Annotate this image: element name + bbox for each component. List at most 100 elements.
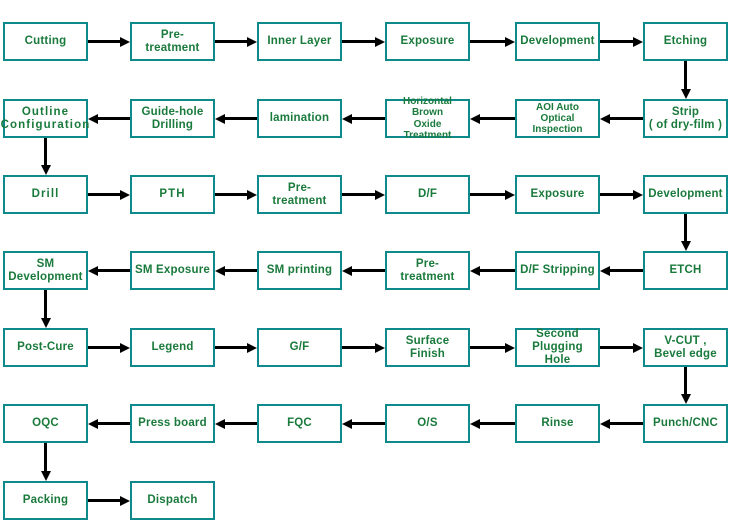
process-step-box[interactable]: Post-Cure: [3, 328, 88, 367]
process-step-box[interactable]: D/F Stripping: [515, 251, 600, 290]
arrow-head-right-icon: [505, 36, 515, 47]
process-step-label: Inner Layer: [267, 35, 332, 48]
connector-line: [609, 269, 643, 272]
process-step-label: Development: [648, 188, 723, 201]
process-step-box[interactable]: Guide-hole Drilling: [130, 99, 215, 138]
connector-line: [88, 499, 121, 502]
arrow-head-left-icon: [470, 265, 480, 276]
process-step-label: Packing: [22, 494, 69, 507]
process-step-label: Post-Cure: [17, 341, 74, 354]
process-step-box[interactable]: G/F: [257, 328, 342, 367]
connector-line: [44, 290, 47, 319]
process-step-box[interactable]: SM Exposure: [130, 251, 215, 290]
process-step-box[interactable]: V-CUT , Bevel edge: [643, 328, 728, 367]
process-step-box[interactable]: lamination: [257, 99, 342, 138]
connector-line: [351, 117, 385, 120]
connector-line: [88, 40, 121, 43]
process-step-label: Dispatch: [147, 494, 198, 507]
process-step-label: Drill: [31, 188, 60, 201]
process-step-box[interactable]: Exposure: [515, 175, 600, 214]
process-step-box[interactable]: Development: [643, 175, 728, 214]
process-step-label: Pre-treatment: [400, 257, 455, 283]
process-step-box[interactable]: Dispatch: [130, 481, 215, 520]
connector-line: [224, 422, 257, 425]
process-step-box[interactable]: Development: [515, 22, 600, 61]
process-step-label: Development: [520, 35, 595, 48]
process-step-box[interactable]: ETCH: [643, 251, 728, 290]
arrow-head-right-icon: [120, 342, 130, 353]
process-step-label: V-CUT , Bevel edge: [654, 334, 717, 360]
connector-line: [88, 193, 121, 196]
connector-line: [479, 422, 515, 425]
process-step-box[interactable]: Strip ( of dry-film ): [643, 99, 728, 138]
connector-line: [684, 61, 687, 90]
process-step-box[interactable]: OQC: [3, 404, 88, 443]
connector-line: [97, 269, 130, 272]
connector-line: [88, 346, 121, 349]
connector-line: [224, 117, 257, 120]
process-step-box[interactable]: Pre-treatment: [385, 251, 470, 290]
process-step-label: AOI Auto Optical Inspection: [532, 101, 583, 136]
process-step-box[interactable]: Second Plugging Hole: [515, 328, 600, 367]
process-step-box[interactable]: Drill: [3, 175, 88, 214]
connector-line: [684, 214, 687, 242]
process-step-box[interactable]: SM Development: [3, 251, 88, 290]
process-step-label: Guide-hole Drilling: [141, 105, 204, 131]
process-step-label: D/F: [417, 188, 438, 201]
process-step-box[interactable]: Horizontal Brown Oxide Treatment: [385, 96, 470, 141]
arrow-head-right-icon: [247, 342, 257, 353]
process-step-box[interactable]: Inner Layer: [257, 22, 342, 61]
connector-line: [351, 422, 385, 425]
arrow-head-down-icon: [40, 471, 51, 481]
process-step-box[interactable]: Pre-treatment: [257, 175, 342, 214]
arrow-head-left-icon: [470, 418, 480, 429]
connector-line: [215, 346, 248, 349]
arrow-head-right-icon: [120, 189, 130, 200]
connector-line: [479, 269, 515, 272]
arrow-head-left-icon: [215, 113, 225, 124]
process-step-box[interactable]: Punch/CNC: [643, 404, 728, 443]
connector-line: [470, 346, 506, 349]
process-step-box[interactable]: O/S: [385, 404, 470, 443]
process-step-box[interactable]: AOI Auto Optical Inspection: [515, 99, 600, 138]
arrow-head-down-icon: [40, 165, 51, 175]
connector-line: [600, 40, 634, 43]
process-step-box[interactable]: SM printing: [257, 251, 342, 290]
connector-line: [97, 117, 130, 120]
arrow-head-right-icon: [247, 189, 257, 200]
process-step-box[interactable]: Etching: [643, 22, 728, 61]
arrow-head-left-icon: [88, 265, 98, 276]
connector-line: [609, 117, 643, 120]
process-step-label: Exposure: [400, 35, 455, 48]
arrow-head-right-icon: [633, 342, 643, 353]
arrow-head-right-icon: [505, 189, 515, 200]
process-step-box[interactable]: PTH: [130, 175, 215, 214]
arrow-head-right-icon: [505, 342, 515, 353]
arrow-head-left-icon: [342, 265, 352, 276]
process-step-label: lamination: [269, 112, 330, 125]
arrow-head-left-icon: [215, 265, 225, 276]
process-step-label: SM Development: [8, 257, 83, 283]
process-step-label: O/S: [417, 417, 438, 430]
process-step-label: Second Plugging Hole: [532, 328, 583, 366]
process-step-box[interactable]: Exposure: [385, 22, 470, 61]
connector-line: [224, 269, 257, 272]
connector-line: [351, 269, 385, 272]
process-step-label: FQC: [287, 417, 312, 430]
arrow-head-left-icon: [88, 418, 98, 429]
connector-line: [215, 40, 248, 43]
connector-line: [479, 117, 515, 120]
process-step-box[interactable]: Cutting: [3, 22, 88, 61]
process-step-label: G/F: [289, 341, 310, 354]
arrow-head-left-icon: [342, 113, 352, 124]
process-step-box[interactable]: Rinse: [515, 404, 600, 443]
process-step-box[interactable]: Press board: [130, 404, 215, 443]
process-step-box[interactable]: D/F: [385, 175, 470, 214]
process-step-box[interactable]: Outline Configuration: [1, 99, 89, 138]
process-step-box[interactable]: Surface Finish: [385, 328, 470, 367]
process-step-box[interactable]: Legend: [130, 328, 215, 367]
process-step-box[interactable]: Packing: [3, 481, 88, 520]
process-step-box[interactable]: Pre-treatment: [130, 22, 215, 61]
process-step-box[interactable]: FQC: [257, 404, 342, 443]
arrow-head-down-icon: [680, 89, 691, 99]
